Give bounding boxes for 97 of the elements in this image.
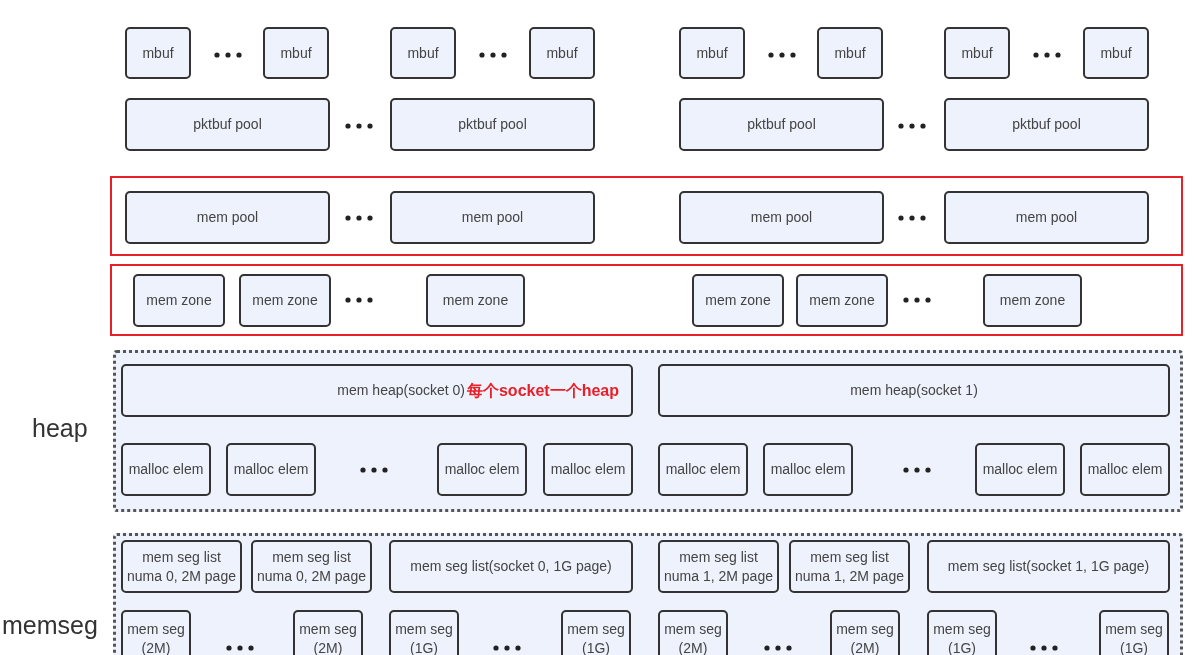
block-box xyxy=(658,364,1170,417)
block-box xyxy=(390,191,595,244)
block-box xyxy=(263,27,329,79)
block-box xyxy=(125,27,191,79)
block-label: mem pool xyxy=(750,208,813,227)
block-box xyxy=(121,443,211,496)
block-label: pktbuf pool xyxy=(458,115,527,134)
block-box xyxy=(293,610,363,655)
block-box xyxy=(389,540,633,593)
block-box xyxy=(817,27,883,79)
block-label: mbuf xyxy=(142,43,174,63)
block-box xyxy=(679,98,884,151)
block-label: malloc elem xyxy=(444,460,520,479)
block-label: mem zone xyxy=(809,291,875,310)
block-label: mbuf xyxy=(407,43,439,63)
block-label: mem pool xyxy=(461,208,524,227)
block-label: malloc elem xyxy=(982,460,1058,479)
block-box xyxy=(679,191,884,244)
block-box xyxy=(679,27,745,79)
block-label: mem pool xyxy=(196,208,259,227)
block-box xyxy=(927,610,997,655)
block-box xyxy=(830,610,900,655)
highlight-frame xyxy=(110,176,1183,256)
block-label: mbuf xyxy=(546,43,578,63)
block-box xyxy=(658,443,748,496)
annotation-text: 每个socket一个heap xyxy=(466,380,619,401)
block-label: malloc elem xyxy=(233,460,309,479)
block-label: mem seg (2M) xyxy=(126,620,186,655)
block-box xyxy=(1083,27,1149,79)
group-label: heap xyxy=(32,414,88,443)
block-label: malloc elem xyxy=(665,460,741,479)
block-label: mem seg list(socket 0, 1G page) xyxy=(410,557,612,576)
block-box xyxy=(692,274,784,327)
block-box xyxy=(763,443,853,496)
block-label: mbuf xyxy=(1100,43,1132,63)
block-box xyxy=(125,98,330,151)
block-box xyxy=(944,98,1149,151)
block-label: mem seg list(socket 1, 1G page) xyxy=(947,557,1150,576)
block-box xyxy=(658,540,779,593)
block-label: mem seg (1G) xyxy=(932,620,992,655)
highlight-frame xyxy=(110,264,1183,336)
block-box xyxy=(239,274,331,327)
block-label: mbuf xyxy=(961,43,993,63)
block-box xyxy=(529,27,595,79)
block-box xyxy=(121,610,191,655)
block-box xyxy=(121,540,242,593)
block-label: mbuf xyxy=(696,43,728,63)
block-box xyxy=(437,443,527,496)
block-box xyxy=(125,191,330,244)
block-label: mem zone xyxy=(146,291,212,310)
block-label: malloc elem xyxy=(550,460,626,479)
block-box xyxy=(251,540,372,593)
block-box xyxy=(658,610,728,655)
block-label: mem seg (1G) xyxy=(394,620,454,655)
block-label: pktbuf pool xyxy=(193,115,262,134)
block-box xyxy=(121,364,633,417)
block-label: mbuf xyxy=(280,43,312,63)
block-box xyxy=(390,98,595,151)
block-label: mem seg (1G) xyxy=(1104,620,1164,655)
block-box xyxy=(390,27,456,79)
block-label: mem seg list numa 0, 2M page xyxy=(256,547,367,586)
block-label: malloc elem xyxy=(770,460,846,479)
block-box xyxy=(944,191,1149,244)
block-label: mem heap(socket 1) xyxy=(850,381,978,400)
block-label: mbuf xyxy=(834,43,866,63)
block-label: pktbuf pool xyxy=(1012,115,1081,134)
block-label: malloc elem xyxy=(1087,460,1163,479)
block-box xyxy=(1080,443,1170,496)
block-label: mem seg list numa 1, 2M page xyxy=(663,547,774,586)
block-box xyxy=(789,540,910,593)
block-box xyxy=(543,443,633,496)
block-box xyxy=(133,274,225,327)
block-label: mem seg list numa 0, 2M page xyxy=(126,547,237,586)
block-label: mem seg (2M) xyxy=(298,620,358,655)
block-label: mem zone xyxy=(705,291,771,310)
block-box xyxy=(983,274,1082,327)
block-box xyxy=(796,274,888,327)
block-label: mem heap(socket 0) xyxy=(337,381,465,400)
block-box xyxy=(1099,610,1169,655)
block-box xyxy=(561,610,631,655)
block-box xyxy=(389,610,459,655)
block-label: malloc elem xyxy=(128,460,204,479)
block-box xyxy=(944,27,1010,79)
block-label: mem zone xyxy=(252,291,318,310)
block-box xyxy=(226,443,316,496)
block-box xyxy=(426,274,525,327)
block-label: mem seg list numa 1, 2M page xyxy=(794,547,905,586)
block-label: mem pool xyxy=(1015,208,1078,227)
block-box xyxy=(927,540,1170,593)
group-label: memseg xyxy=(2,611,98,640)
block-label: mem seg (1G) xyxy=(566,620,626,655)
block-label: mem seg (2M) xyxy=(835,620,895,655)
block-label: mem zone xyxy=(442,291,509,310)
block-label: mem seg (2M) xyxy=(663,620,723,655)
block-label: pktbuf pool xyxy=(747,115,816,134)
block-label: mem zone xyxy=(999,291,1066,310)
block-box xyxy=(975,443,1065,496)
